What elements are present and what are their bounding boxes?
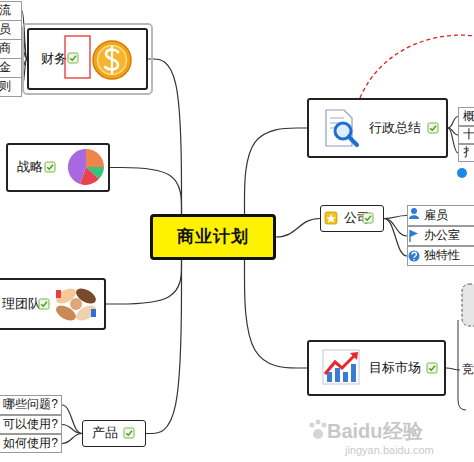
main-topic-box: 财务	[27, 28, 148, 90]
topic-text: 流	[0, 4, 11, 17]
subtopic-cell: 则	[0, 77, 22, 97]
branch-connector	[148, 59, 182, 214]
watermark-paw	[310, 423, 315, 428]
relationship-line	[360, 35, 474, 98]
topic-text: 哪些问题?	[3, 398, 58, 411]
branch-connector	[146, 260, 182, 434]
main-topic-box: 战略	[6, 143, 110, 192]
topic-text: 商业计划	[177, 228, 249, 247]
topic-text: 如何使用?	[3, 437, 58, 450]
topic-text: 战略	[17, 160, 43, 174]
subtopic-cell: 扌	[458, 144, 474, 162]
topic-text: 雇员	[424, 209, 448, 222]
watermark-paw	[310, 420, 327, 440]
boundary-box	[462, 284, 474, 326]
subtopic-cell: 办公室	[407, 226, 474, 246]
topic-text: 目标市场	[369, 361, 421, 375]
topic-text: 商	[0, 42, 11, 55]
main-topic-box: 理团队	[0, 278, 106, 330]
branch-connector	[62, 405, 82, 434]
branch-connector	[110, 168, 182, 215]
topic-text: 扌	[463, 146, 474, 159]
branch-connector	[384, 216, 407, 219]
topic-text: 财务	[41, 52, 67, 66]
main-topic-box: 目标市场	[307, 340, 446, 396]
branch-connector	[106, 260, 182, 304]
topic-text: 办公室	[424, 229, 460, 242]
topic-text: 行政总结	[369, 121, 421, 135]
branch-connector	[276, 219, 320, 238]
subtopic-cell: 十	[458, 126, 474, 144]
topic-text: 产品	[92, 426, 118, 440]
branch-connector	[448, 128, 458, 153]
branch-connector	[448, 117, 458, 129]
main-topic-box: 公司	[320, 205, 384, 232]
marker-dot	[457, 168, 467, 178]
subtopic-cell: 哪些问题?	[0, 395, 62, 415]
subtopic-cell: 商	[0, 39, 22, 59]
subtopic-text: 竞	[460, 360, 474, 380]
topic-text: 员	[0, 23, 11, 36]
branch-connector	[446, 368, 460, 370]
main-topic-box: 行政总结	[307, 98, 448, 158]
topic-text: 金	[0, 61, 11, 74]
topic-text: 独特性	[424, 249, 460, 262]
selection-frame	[23, 24, 152, 94]
branch-connector	[62, 425, 82, 434]
subtopic-cell: 员	[0, 20, 22, 40]
branch-connector	[245, 128, 308, 214]
topic-text: 概	[463, 110, 474, 123]
topic-text: 十	[463, 128, 474, 141]
subtopic-cell: 可以使用?	[0, 415, 62, 434]
watermark-paw	[316, 420, 321, 425]
central-topic: 商业计划	[150, 214, 276, 260]
watermark-url: jingyan.baidu.com	[345, 444, 434, 456]
subtopic-cell: 独特性	[407, 246, 474, 266]
subtopic-cell: 如何使用?	[0, 434, 62, 453]
branch-connector	[384, 219, 407, 237]
topic-text: 则	[0, 80, 11, 93]
subtopic-cell: 雇员	[407, 205, 474, 226]
topic-text: 竞	[462, 363, 474, 376]
branch-connector	[62, 434, 82, 444]
subtopic-cell: 流	[0, 1, 22, 21]
branch-connector	[245, 260, 308, 368]
watermark: Baidu经验	[327, 418, 423, 445]
watermark-paw	[322, 423, 327, 428]
subtopic-cell: 概	[458, 107, 474, 126]
topic-text: 公司	[344, 211, 370, 225]
topic-text: 可以使用?	[3, 418, 58, 431]
topic-text: 理团队	[2, 297, 41, 311]
watermark-paw	[313, 429, 323, 439]
branch-connector	[384, 219, 407, 257]
subtopic-cell: 金	[0, 58, 22, 78]
main-topic-box: 产品	[82, 420, 146, 447]
